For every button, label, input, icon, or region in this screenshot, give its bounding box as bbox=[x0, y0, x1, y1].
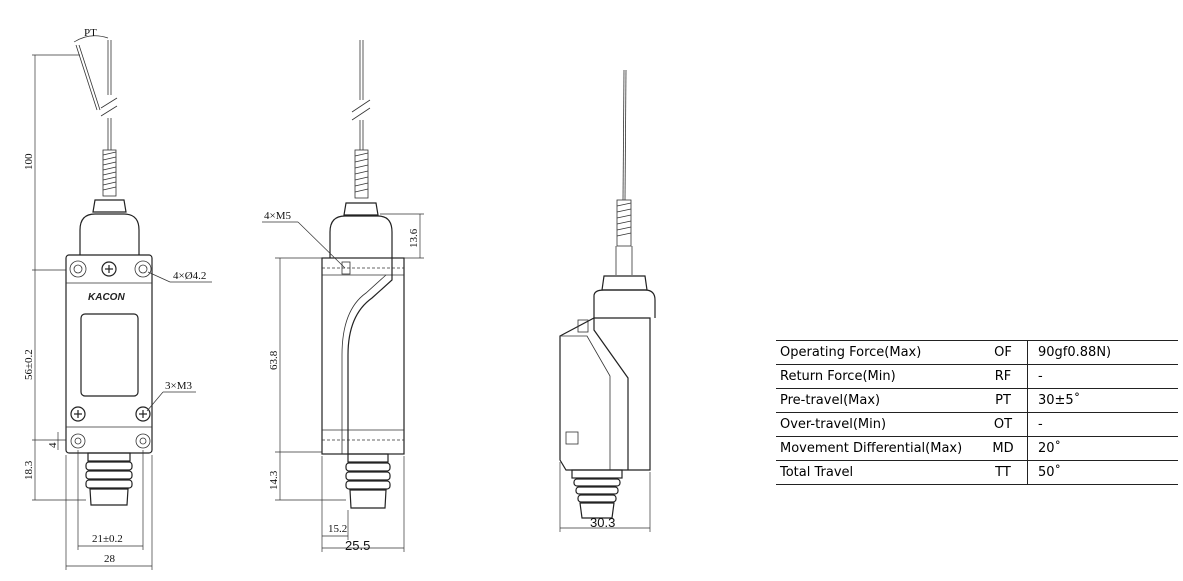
value-cell: 30±5˚ bbox=[1038, 392, 1081, 408]
dim-hole-pitch: 21±0.2 bbox=[92, 533, 123, 545]
value-cell: 50˚ bbox=[1038, 464, 1062, 480]
symbol-cell: OF bbox=[979, 340, 1028, 365]
param-cell: Operating Force(Max) bbox=[780, 344, 922, 360]
dim-side-height: 63.8 bbox=[268, 350, 280, 370]
dim-side-screws: 4×M5 bbox=[264, 210, 291, 222]
value-cell: 20˚ bbox=[1038, 440, 1062, 456]
dim-pt: PT bbox=[84, 27, 97, 39]
dim-side-bottom: 14.3 bbox=[268, 470, 280, 490]
dim-side-offset: 15.2 bbox=[328, 523, 347, 535]
dim-length: 100 bbox=[23, 153, 35, 170]
table-row: Pre-travel(Max) PT 30±5˚ bbox=[776, 388, 1178, 413]
table-row: Total Travel TT 50˚ bbox=[776, 460, 1178, 485]
param-cell: Return Force(Min) bbox=[780, 368, 896, 384]
brand-label: KACON bbox=[88, 292, 125, 303]
symbol-cell: MD bbox=[979, 436, 1028, 461]
dim-bottom: 18.3 bbox=[23, 460, 35, 480]
front-view: KACON 100 56±0.2 18.3 4 PT bbox=[23, 27, 212, 570]
value-cell: 90gf0.88N) bbox=[1038, 344, 1112, 360]
dim-body-height: 56±0.2 bbox=[23, 349, 35, 380]
table-row: Over-travel(Min) OT - bbox=[776, 412, 1178, 437]
dim-screws: 3×M3 bbox=[165, 380, 192, 392]
value-cell: - bbox=[1038, 416, 1043, 432]
dim-holes: 4×Ø4.2 bbox=[173, 270, 206, 282]
param-cell: Total Travel bbox=[780, 464, 854, 480]
dim-iso-width: 30.3 bbox=[590, 515, 615, 530]
spring-coil bbox=[102, 149, 117, 197]
table-row: Operating Force(Max) OF 90gf0.88N) bbox=[776, 340, 1178, 365]
dim-width: 28 bbox=[104, 553, 116, 565]
iso-view: 30.3 bbox=[559, 69, 656, 532]
table-row: Return Force(Min) RF - bbox=[776, 364, 1178, 389]
side-view: 4×M5 13.6 63.8 14.3 15.2 25.5 bbox=[262, 40, 424, 553]
symbol-cell: RF bbox=[979, 364, 1028, 389]
symbol-cell: PT bbox=[979, 388, 1028, 413]
param-cell: Pre-travel(Max) bbox=[780, 392, 881, 408]
spring-coil-iso bbox=[616, 199, 632, 247]
dim-side-top: 13.6 bbox=[408, 228, 420, 248]
value-cell: - bbox=[1038, 368, 1043, 384]
dim-side-depth: 25.5 bbox=[345, 538, 370, 553]
dim-small: 4 bbox=[47, 442, 59, 448]
spring-coil-side bbox=[354, 149, 369, 199]
param-cell: Movement Differential(Max) bbox=[780, 440, 963, 456]
table-row: Movement Differential(Max) MD 20˚ bbox=[776, 436, 1178, 461]
symbol-cell: OT bbox=[979, 412, 1028, 437]
param-cell: Over-travel(Min) bbox=[780, 416, 887, 432]
symbol-cell: TT bbox=[979, 460, 1028, 485]
spec-table: Operating Force(Max) OF 90gf0.88N) Retur… bbox=[776, 340, 1178, 485]
